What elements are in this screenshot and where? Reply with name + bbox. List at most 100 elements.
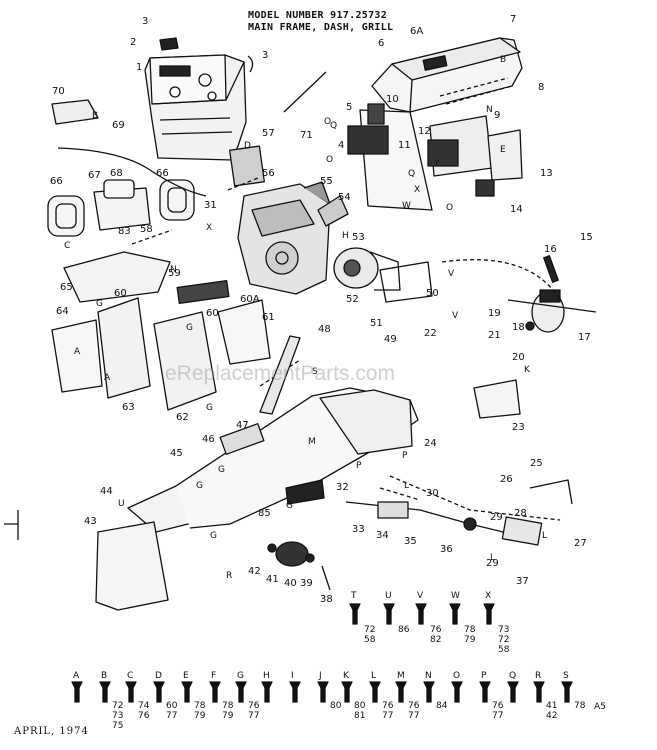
hardware-part-number: 58 (498, 645, 510, 655)
callout-69: 69 (112, 120, 125, 131)
connection-letter: L (404, 481, 409, 491)
hardware-part-number: 73 (112, 711, 123, 721)
hardware-part-number: 77 (492, 711, 503, 721)
hardware-part-number: 72 (498, 635, 509, 645)
hardware-part-number: 81 (354, 711, 365, 721)
callout-1: 1 (136, 62, 142, 73)
hardware-letter-O: O (453, 671, 460, 681)
hardware-part-number: 76 (492, 701, 504, 711)
hardware-part-number: 77 (248, 711, 259, 721)
hardware-part-number: 72 (112, 701, 123, 711)
panel-65 (63, 251, 171, 303)
connection-letter: P (356, 461, 362, 471)
hardware-part-number: 80 (330, 701, 342, 711)
callout-2: 2 (130, 37, 136, 48)
callout-67: 67 (88, 170, 101, 181)
front-plate (95, 521, 169, 611)
callout-20: 20 (512, 352, 525, 363)
hardware-part-number: 73 (498, 625, 509, 635)
hardware-part-number: 76 (248, 701, 260, 711)
connection-letter: P (402, 451, 408, 461)
hardware-part-number: 42 (546, 711, 557, 721)
hardware-part-number: 77 (166, 711, 177, 721)
callout-24: 24 (424, 438, 437, 449)
main-frame (127, 387, 419, 533)
hardware-part-number: 79 (464, 635, 476, 645)
hardware-letter-U: U (385, 591, 392, 601)
connection-letter: N (170, 265, 177, 275)
callout-21: 21 (488, 330, 501, 341)
hardware-part-number: 74 (138, 701, 150, 711)
connection-letter: Y (433, 159, 440, 169)
hardware-letter-H: H (263, 671, 270, 681)
callout-64: 64 (56, 306, 69, 317)
callout-30: 30 (426, 488, 439, 499)
callout-63: 63 (122, 402, 135, 413)
connection-letter: G (186, 323, 193, 333)
grille (347, 103, 523, 211)
connection-letter: C (64, 241, 70, 251)
callout-54: 54 (338, 192, 351, 203)
connection-letter: B (500, 55, 506, 65)
connection-letter: A (104, 373, 111, 383)
callout-25: 25 (530, 458, 543, 469)
callout-60a: 60 (114, 288, 127, 299)
headlight-left (47, 195, 85, 237)
callout-15: 15 (580, 232, 593, 243)
connection-letter: H (342, 231, 349, 241)
hardware-part-number: 58 (364, 635, 376, 645)
callout-34: 34 (376, 530, 389, 541)
hardware-letter-A: A (73, 671, 80, 681)
print-date: APRIL, 1974 (14, 726, 89, 737)
hardware-part-number: 77 (408, 711, 419, 721)
hardware-part-number: 78 (222, 701, 234, 711)
hardware-part-number: 76 (408, 701, 420, 711)
callout-29a: 29 (490, 512, 503, 523)
callout-60b: 60 (206, 308, 219, 319)
callout-61: 61 (262, 312, 275, 323)
hardware-part-number: 86 (398, 625, 410, 635)
callout-17: 17 (578, 332, 591, 343)
callout-7: 7 (510, 14, 516, 25)
callout-19: 19 (488, 308, 501, 319)
hardware-part-number: 79 (222, 711, 234, 721)
hardware-letter-M: M (397, 671, 405, 681)
dash-panel (144, 54, 247, 161)
hardware-letter-Q: Q (509, 671, 516, 681)
callout-33: 33 (352, 524, 365, 535)
dash-clip (247, 55, 254, 73)
callout-40: 40 (284, 578, 297, 589)
hardware-letter-C: C (127, 671, 133, 681)
callout-51: 51 (370, 318, 383, 329)
engine (237, 181, 331, 295)
hardware-letter-G: G (237, 671, 244, 681)
diagram-title: MODEL NUMBER 917.25732 MAIN FRAME, DASH,… (248, 10, 548, 34)
connection-letter: B (92, 111, 98, 121)
hardware-part-number: 72 (364, 625, 375, 635)
choke-rod (283, 71, 327, 113)
hardware-letter-V: V (417, 591, 424, 601)
connection-letter: S (312, 367, 318, 377)
watermark: eReplacementParts.com (165, 362, 395, 385)
callout-56: 56 (262, 168, 275, 179)
hardware-part-number: 76 (430, 625, 442, 635)
hardware-letter-T: T (350, 591, 357, 601)
bracket-23 (473, 379, 521, 419)
hardware-part-number: 75 (112, 721, 123, 731)
hardware-part-number: 76 (138, 711, 150, 721)
hardware-letter-K: K (343, 671, 350, 681)
hardware-row-1 (349, 603, 495, 625)
connection-letter: L (542, 531, 547, 541)
callout-85: 85 (258, 508, 271, 519)
connection-letter: G (206, 403, 213, 413)
callout-42: 42 (248, 566, 261, 577)
callout-23: 23 (512, 422, 525, 433)
callout-35: 35 (404, 536, 417, 547)
hardware-letter-F: F (211, 671, 216, 681)
panel-62 (153, 311, 217, 411)
connection-letter: X (414, 185, 420, 195)
hardware-letter-I: I (291, 671, 294, 681)
callout-55: 55 (320, 176, 333, 187)
